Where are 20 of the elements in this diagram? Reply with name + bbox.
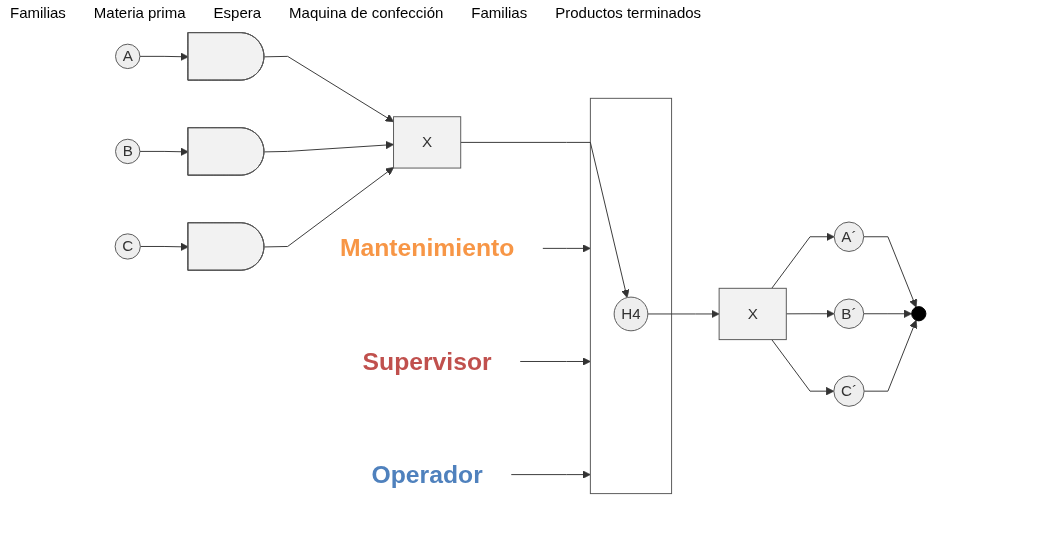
heading-label: Espera [213, 4, 262, 21]
node-text: Mantenimiento [339, 233, 515, 263]
node-circle: A´ [833, 221, 865, 252]
node-text: Supervisor [362, 346, 492, 376]
node-box: X [718, 287, 787, 341]
node-circle: C´ [833, 375, 865, 407]
heading-label: Productos terminados [555, 4, 702, 21]
node-circle: H4 [613, 296, 649, 332]
node-circle: C [114, 233, 141, 260]
node-circle: A [115, 43, 141, 70]
heading-label: Familias [10, 4, 66, 21]
heading-label: Materia prima [93, 4, 186, 21]
node-text: Operador [371, 459, 483, 489]
heading-label: Familias [471, 4, 528, 21]
node-circle: B [115, 138, 141, 165]
cluster [589, 97, 673, 495]
heading-label: Maquina de confección [289, 4, 444, 21]
node-circle [911, 306, 927, 322]
node-circle: B´ [833, 298, 865, 329]
node-box: X [393, 116, 462, 169]
